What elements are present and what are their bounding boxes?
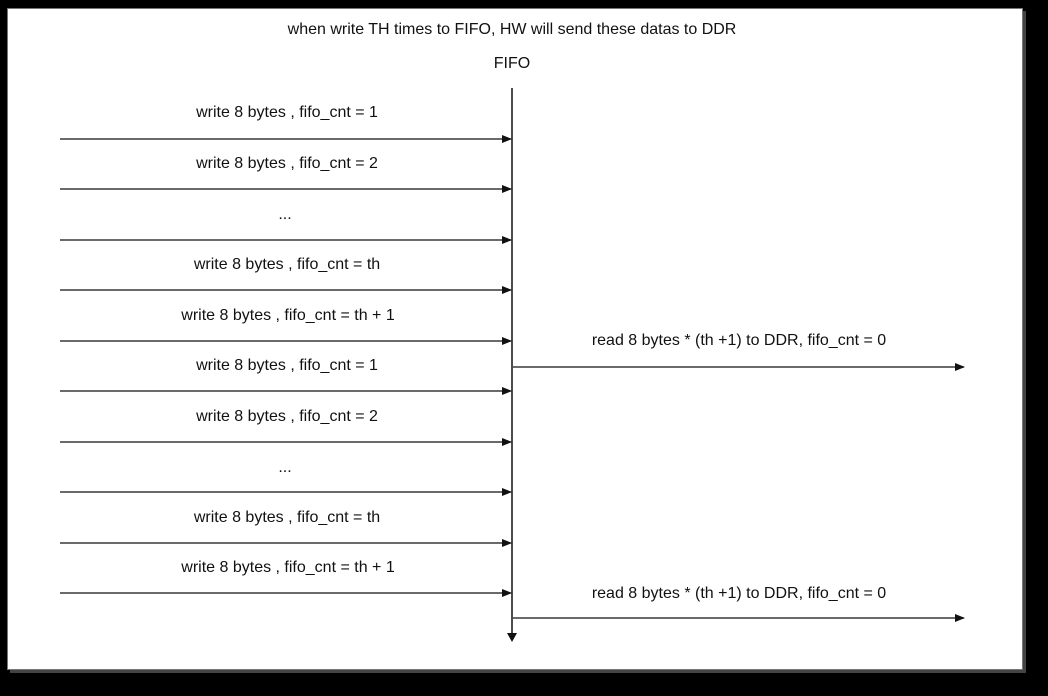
fifo-label: FIFO [493,55,531,72]
write-event-label: ... [278,459,292,476]
write-event-label: write 8 bytes , fifo_cnt = 2 [196,155,378,172]
write-event-label: write 8 bytes , fifo_cnt = 1 [196,357,378,374]
write-event-label: write 8 bytes , fifo_cnt = th [193,509,381,526]
read-event-label: read 8 bytes * (th +1) to DDR, fifo_cnt … [591,585,887,602]
write-event-label: ... [278,206,292,223]
write-event-label: write 8 bytes , fifo_cnt = 1 [196,104,378,121]
diagram-frame [7,8,1023,670]
diagram-title: when write TH times to FIFO, HW will sen… [287,21,737,38]
write-event-label: write 8 bytes , fifo_cnt = th + 1 [181,307,395,324]
read-event-label: read 8 bytes * (th +1) to DDR, fifo_cnt … [591,332,887,349]
timeline-arrowhead-icon [507,633,517,642]
write-event-label: write 8 bytes , fifo_cnt = th + 1 [181,559,395,576]
write-event-label: write 8 bytes , fifo_cnt = 2 [196,408,378,425]
write-event-label: write 8 bytes , fifo_cnt = th [193,256,381,273]
